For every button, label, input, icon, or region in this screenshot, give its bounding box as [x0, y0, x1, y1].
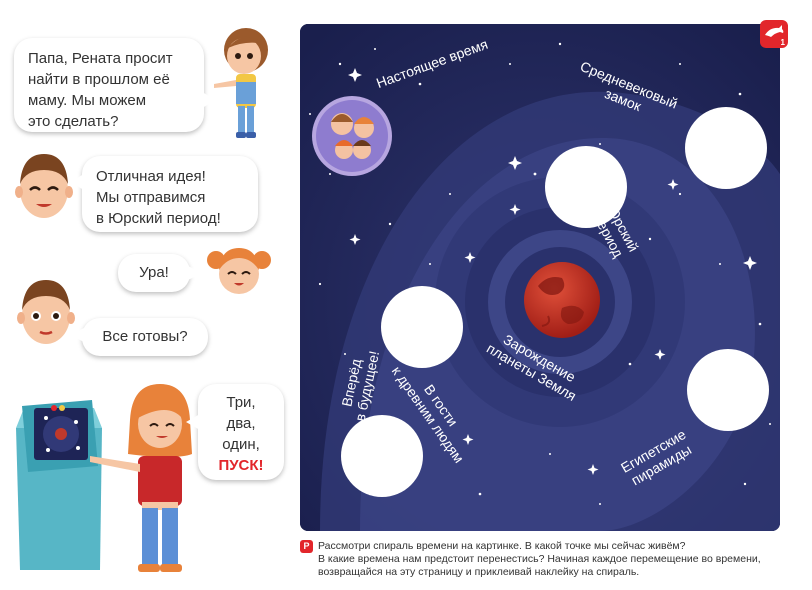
time-machine — [16, 400, 102, 570]
dolphin-icon — [765, 25, 784, 37]
sticker-slot-ancient[interactable] — [381, 286, 463, 368]
instruction-text: Рассмотри спираль времени на картинке. В… — [318, 540, 761, 578]
sticker-slot-castle[interactable] — [685, 107, 767, 189]
sticker-slot-egypt[interactable] — [687, 349, 769, 431]
speech-bubble-dad-1: Отличная идея! Мы отправимся в Юрский пе… — [70, 156, 258, 232]
family-portrait — [312, 96, 392, 176]
speech-bubble-dad-2: Все готовы? — [70, 318, 208, 356]
sticker-slot-jurassic[interactable] — [545, 146, 627, 228]
page-number: 1 — [780, 38, 785, 47]
dad-face-icon — [15, 154, 73, 218]
speech-bubble-girl: Ура! — [118, 254, 202, 292]
dad-face-icon — [17, 280, 75, 344]
speech-bubble-boy: Папа, Рената просит найти в прошлом её м… — [14, 38, 216, 132]
woman-character — [90, 384, 192, 572]
sticker-slot-future[interactable] — [341, 415, 423, 497]
girl-face-icon — [207, 248, 271, 294]
boy-character — [214, 28, 268, 138]
space-panel: Настоящее время Средневековый замок Юрск… — [300, 24, 780, 531]
instruction-icon: Р — [300, 540, 313, 553]
page-badge: 1 — [760, 20, 788, 48]
time-spiral — [300, 24, 780, 531]
speech-bubble-woman: Три, два, один, ПУСК! — [186, 384, 284, 480]
planet-icon — [524, 262, 600, 338]
